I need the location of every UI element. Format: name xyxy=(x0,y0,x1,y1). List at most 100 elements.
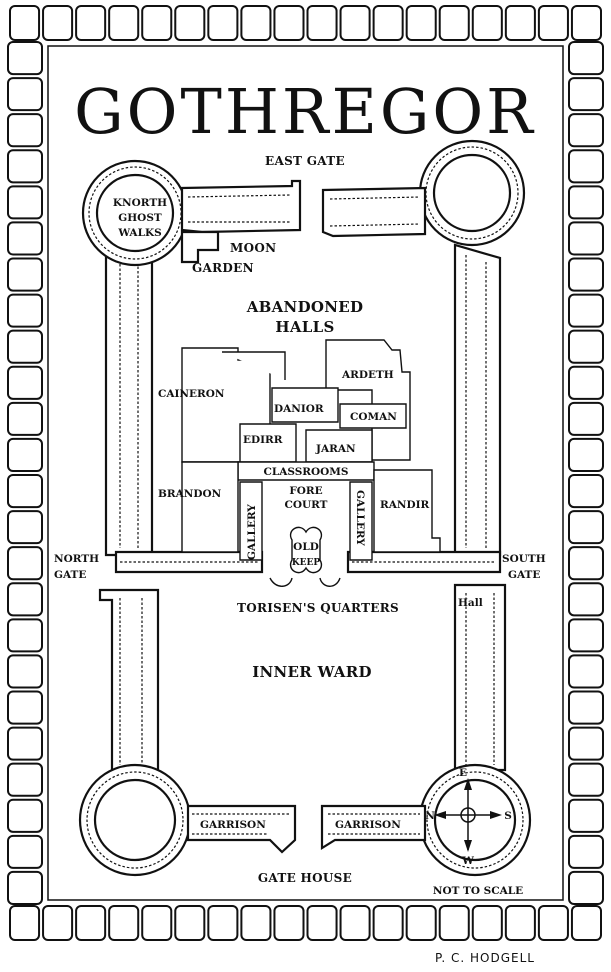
border-stone xyxy=(75,5,107,41)
danior-hall xyxy=(271,387,339,423)
border-stone xyxy=(207,905,239,941)
border-stone xyxy=(7,834,43,869)
not-to-scale-label: NOT TO SCALE xyxy=(433,885,523,897)
border-stone xyxy=(7,365,43,400)
east-gate-label: EAST GATE xyxy=(265,154,345,168)
border-stone xyxy=(7,401,43,436)
compass-e: E xyxy=(459,767,467,779)
walks-label: WALKS xyxy=(117,227,161,239)
border-stone xyxy=(568,870,604,906)
border-stone xyxy=(568,257,604,292)
border-stone xyxy=(568,221,604,256)
brandon-hall xyxy=(181,461,239,553)
border-stone xyxy=(438,905,470,941)
border-stone xyxy=(568,762,604,797)
border-stone xyxy=(568,618,604,653)
border-stone xyxy=(568,834,604,869)
compass-w: W xyxy=(461,855,474,867)
gate-house-label: GATE HOUSE xyxy=(258,871,352,885)
border-stone xyxy=(141,905,173,941)
gallery-right xyxy=(349,481,373,561)
knorth-tower xyxy=(81,159,302,557)
border-stone xyxy=(7,798,43,833)
border-stone xyxy=(9,5,41,41)
edirr-label: EDIRR xyxy=(243,434,283,446)
garden-label: GARDEN xyxy=(192,261,254,275)
curtain-walls xyxy=(78,139,532,877)
garrison-left-label: GARRISON xyxy=(200,819,266,831)
border-stone xyxy=(7,690,43,725)
border-stone xyxy=(339,905,371,941)
border-stone xyxy=(504,5,536,41)
border-stone xyxy=(504,905,536,941)
border-stone xyxy=(7,474,43,509)
stone-border-frame xyxy=(7,5,604,941)
halls-label: HALLS xyxy=(275,318,334,336)
south-gate-label-1: SOUTH xyxy=(502,553,546,565)
southwest-tower xyxy=(78,588,297,877)
gallery-left-label: GALLERY xyxy=(246,504,258,560)
torisen-quarters-label: TORISEN'S QUARTERS xyxy=(237,601,399,615)
border-stone xyxy=(207,5,239,41)
border-stone xyxy=(141,5,173,41)
southeast-tower xyxy=(320,583,532,877)
border-stone xyxy=(7,77,43,112)
border-stone xyxy=(174,905,206,941)
border-stone xyxy=(7,762,43,797)
danior-label: DANIOR xyxy=(274,403,324,415)
border-stone xyxy=(7,546,43,581)
border-stone xyxy=(568,293,604,328)
border-stone xyxy=(570,905,603,941)
caineron-label: CAINERON xyxy=(158,388,225,400)
border-stone xyxy=(7,618,43,653)
border-stone xyxy=(405,905,437,941)
border-stone xyxy=(7,870,43,906)
border-stone xyxy=(7,654,43,689)
border-stone xyxy=(7,293,43,328)
signature: P. C. HODGELL xyxy=(435,951,535,965)
inner-ward-label: INNER WARD xyxy=(252,663,372,681)
coman-label: COMAN xyxy=(350,411,397,423)
east-tower xyxy=(321,139,526,557)
border-stone xyxy=(568,113,604,148)
border-stone xyxy=(42,905,74,941)
border-stone xyxy=(471,905,503,941)
border-stone xyxy=(372,5,404,41)
border-stone xyxy=(405,5,437,41)
border-stone xyxy=(537,905,569,941)
border-stone xyxy=(7,149,43,184)
border-stone xyxy=(240,5,272,41)
border-stone xyxy=(568,185,604,220)
border-stone xyxy=(306,5,338,41)
south-gate-label-2: GATE xyxy=(508,569,540,581)
ghost-label: GHOST xyxy=(118,212,162,224)
ardeth-hall xyxy=(325,339,411,461)
border-stone xyxy=(108,905,140,941)
border-stone xyxy=(568,546,604,581)
border-stone xyxy=(7,41,43,76)
border-stone xyxy=(568,474,604,509)
old-keep xyxy=(289,526,323,574)
border-stone xyxy=(7,510,43,545)
border-stone xyxy=(75,905,107,941)
keep-label: KEEP xyxy=(292,558,321,568)
border-stone xyxy=(7,726,43,761)
border-stone xyxy=(568,41,604,76)
ardeth-label: ARDETH xyxy=(341,369,394,381)
inner-frame-line xyxy=(47,45,564,901)
border-stone xyxy=(7,437,43,472)
border-stone xyxy=(568,329,604,364)
north-gate-label-2: GATE xyxy=(54,569,86,581)
gallery-left xyxy=(239,481,263,561)
border-stone xyxy=(568,365,604,400)
border-stone xyxy=(108,5,140,41)
moon-label: MOON xyxy=(230,241,276,255)
border-stone xyxy=(7,582,43,617)
abandoned-label: ABANDONED xyxy=(246,298,364,316)
border-stone xyxy=(568,510,604,545)
border-stone xyxy=(568,77,604,112)
compass-n: N xyxy=(425,810,435,822)
randir-label: RANDIR xyxy=(380,499,429,511)
border-stone xyxy=(9,905,41,941)
